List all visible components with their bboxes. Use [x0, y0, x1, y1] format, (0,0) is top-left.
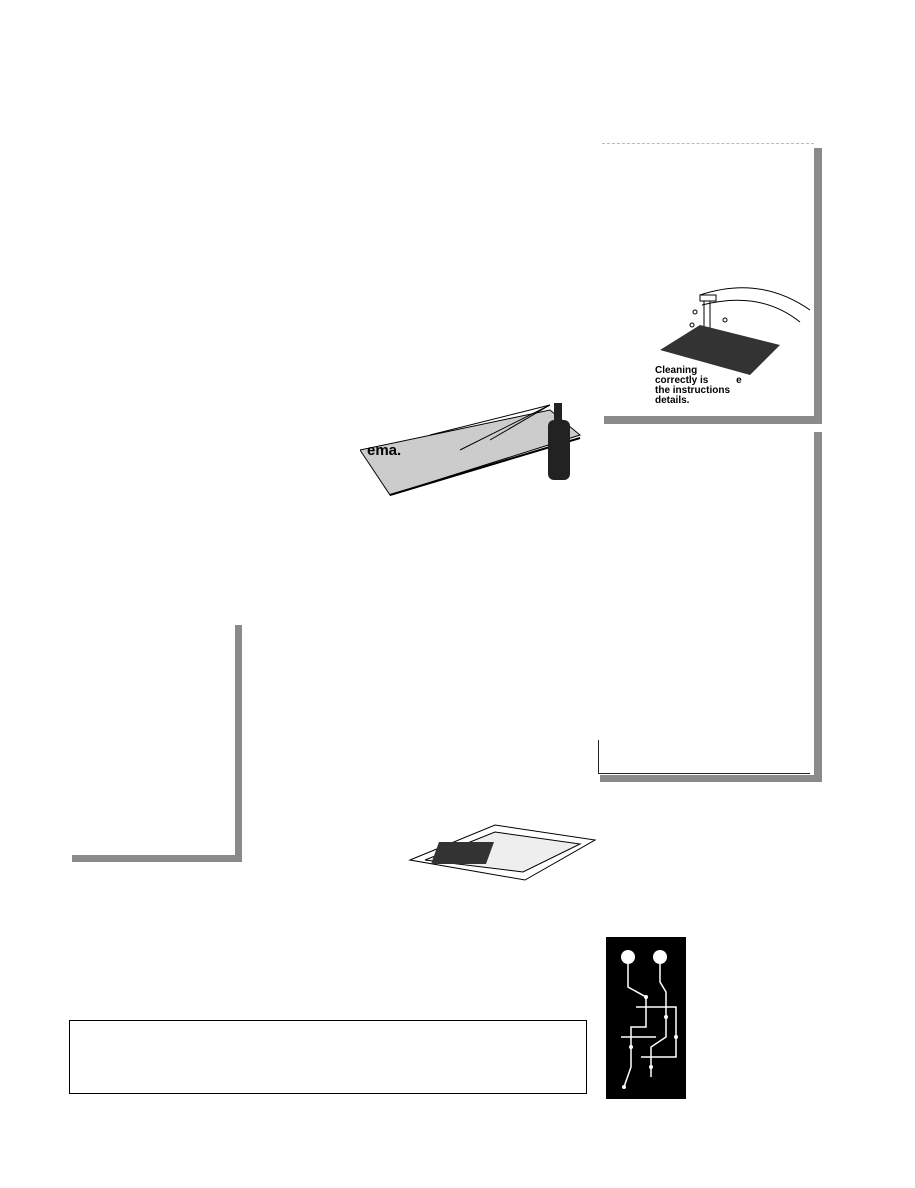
caption-line: Cleaning: [655, 365, 698, 376]
pcb-layout-image: [606, 937, 686, 1099]
left-box-shadow-right: [235, 625, 242, 862]
right-box-shadow-bottom: [600, 775, 822, 782]
etching-tray-illustration: [408, 824, 597, 881]
caption-line: correctly is e: [655, 375, 742, 386]
right-box-bottom-border: [598, 773, 810, 774]
box-shadow-bottom: [604, 416, 822, 424]
spray-board-illustration: [360, 403, 582, 496]
cleaning-caption: Cleaning correctly is e the instructions…: [655, 366, 775, 406]
caption-line: the instructions: [655, 385, 731, 396]
right-box-shadow-right: [814, 432, 822, 782]
caption-line: details.: [655, 395, 690, 406]
faucet-cleaning-illustration: [660, 287, 811, 375]
cleaning-box: [602, 143, 814, 418]
note-box: [69, 1020, 587, 1094]
spray-label: ema.: [367, 442, 402, 459]
box-shadow-right: [814, 148, 822, 424]
left-box-shadow-bottom: [72, 855, 242, 862]
right-box-left-border: [598, 740, 599, 774]
